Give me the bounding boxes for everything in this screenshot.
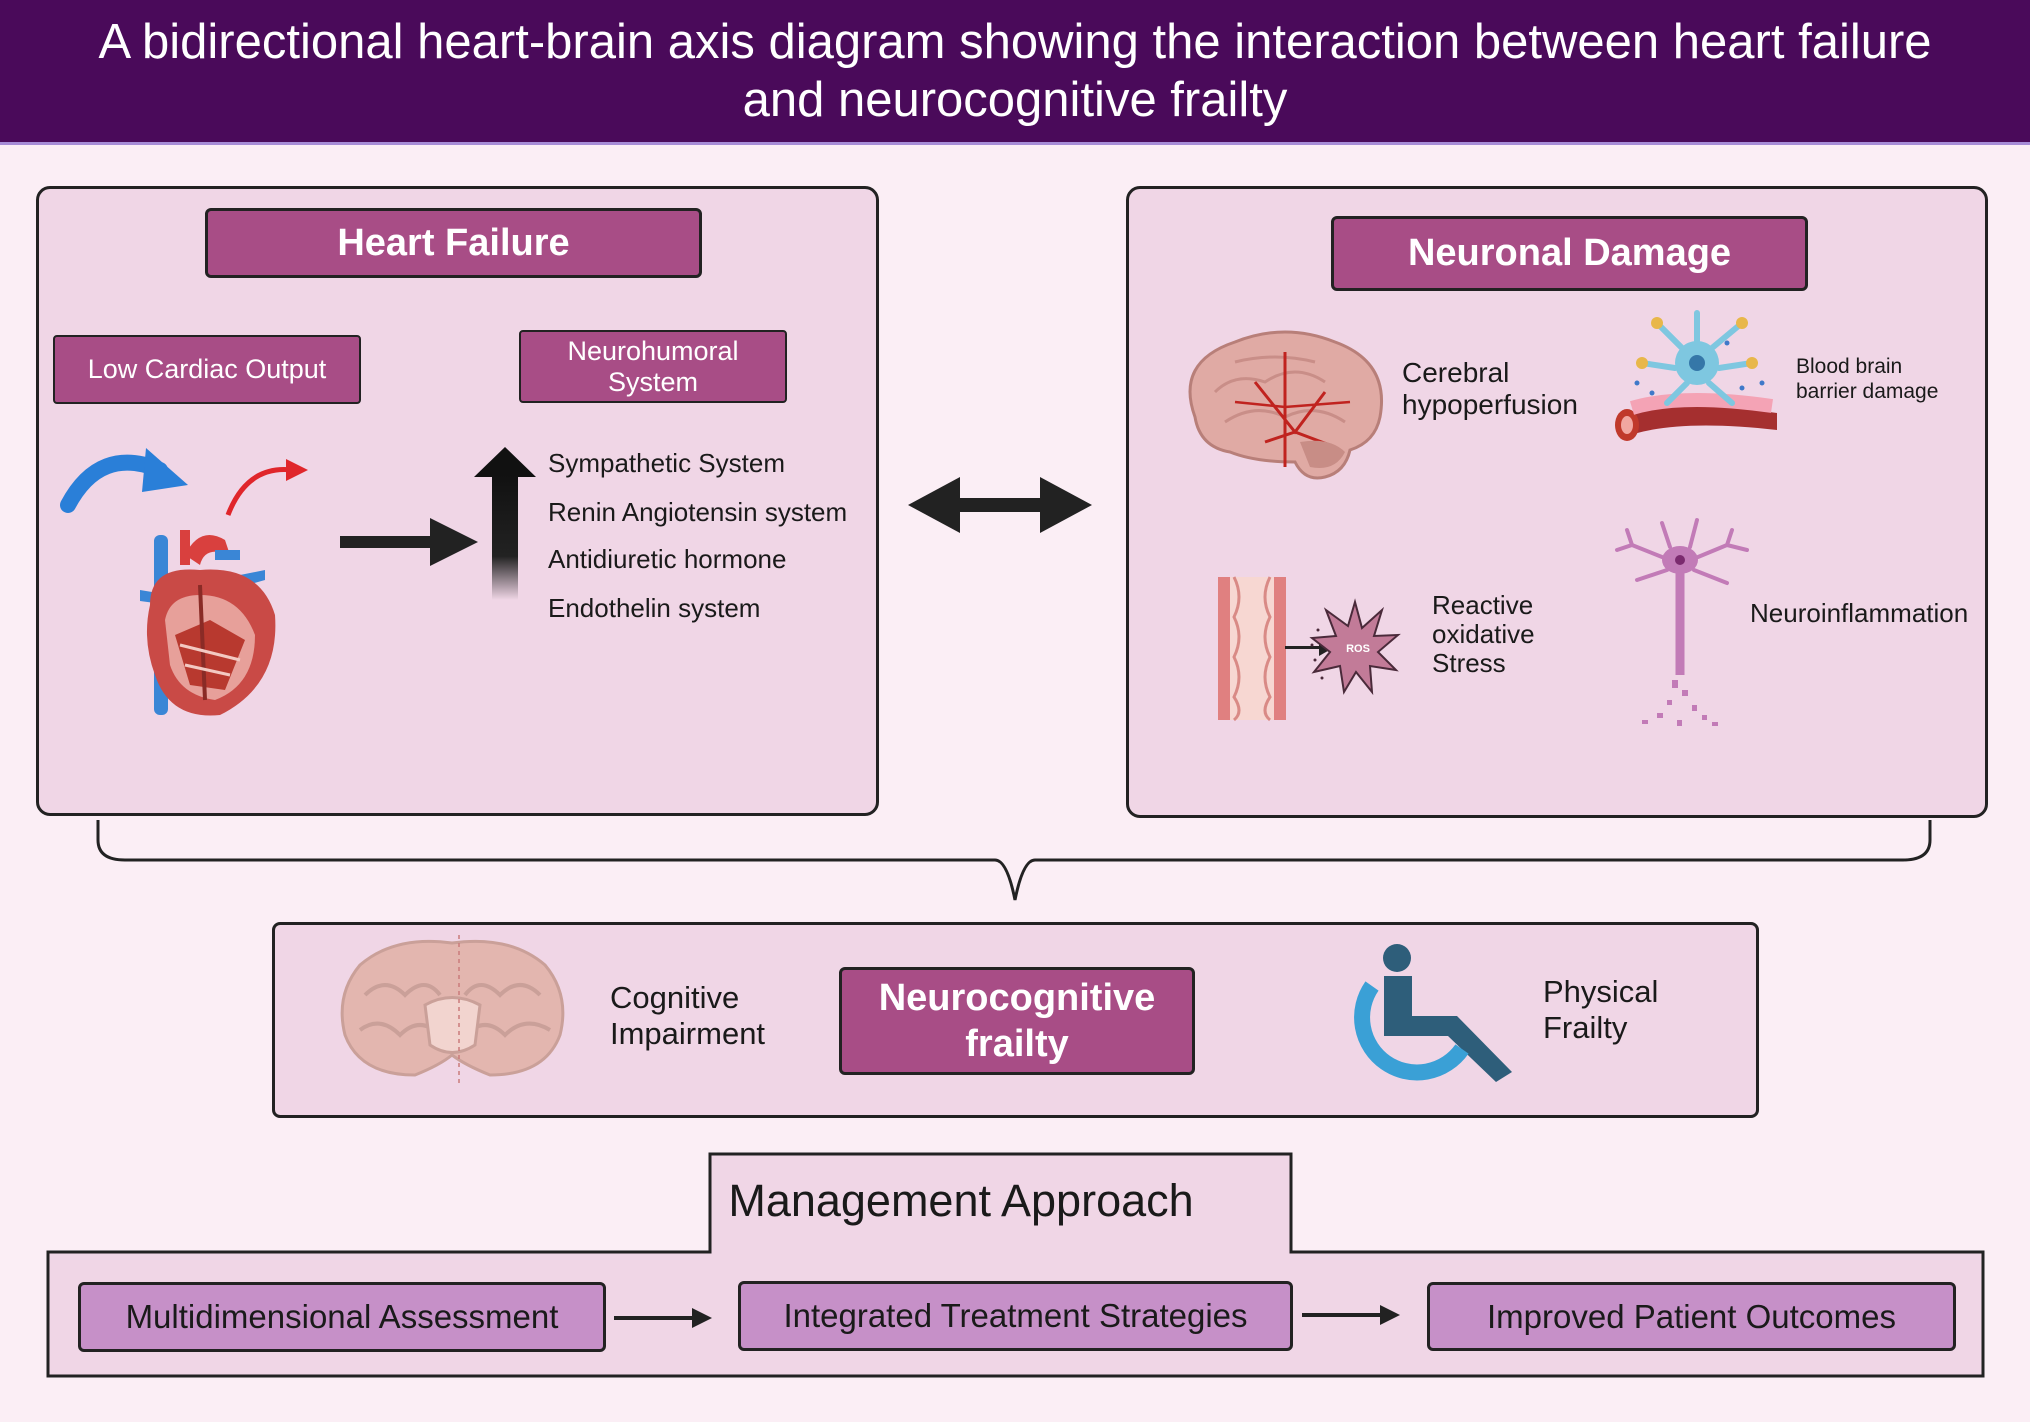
renin-angiotensin-label: Renin Angiotensin system bbox=[548, 497, 847, 527]
mgmt-arrow-2-icon bbox=[1302, 1305, 1400, 1325]
management-approach-header: Management Approach bbox=[711, 1175, 1211, 1227]
cerebral-hypoperfusion-text: Cerebral hypoperfusion bbox=[1402, 357, 1578, 420]
physical-frailty-label: Physical Frailty bbox=[1543, 974, 1693, 1046]
brain-coronal-icon bbox=[340, 935, 565, 1083]
endothelin-system-label: Endothelin system bbox=[548, 593, 760, 623]
integrated-treatment-text: Integrated Treatment Strategies bbox=[783, 1297, 1248, 1334]
cerebral-hypoperfusion-label: Cerebral hypoperfusion bbox=[1402, 357, 1602, 421]
improved-outcomes-text: Improved Patient Outcomes bbox=[1486, 1297, 1897, 1335]
page-title: A bidirectional heart-brain axis diagram… bbox=[98, 15, 1932, 127]
oxidative-stress-text: Reactive oxidative Stress bbox=[1432, 590, 1535, 678]
neurohumoral-box: Neurohumoral System bbox=[519, 330, 787, 403]
ros-label: ROS bbox=[1343, 643, 1373, 655]
mgmt-arrow-1-icon bbox=[614, 1308, 712, 1328]
integrated-treatment-box: Integrated Treatment Strategies bbox=[738, 1281, 1293, 1351]
bidirectional-arrow-icon bbox=[908, 477, 1092, 533]
sympathetic-system-label: Sympathetic System bbox=[548, 448, 785, 478]
sympathetic-system-text: Sympathetic System bbox=[548, 448, 785, 478]
heart-failure-header-label: Heart Failure bbox=[337, 221, 570, 264]
neuronal-damage-header-label: Neuronal Damage bbox=[1407, 232, 1732, 274]
up-arrow-icon bbox=[474, 447, 536, 600]
vessel-wall-icon bbox=[1218, 576, 1286, 722]
neurocognitive-frailty-header-label: Neurocognitive frailty bbox=[878, 977, 1156, 1065]
neuronal-damage-header: Neuronal Damage bbox=[1331, 216, 1808, 291]
inflow-arrow-icon bbox=[60, 448, 188, 513]
blood-brain-barrier-label: Blood brain barrier damage bbox=[1796, 354, 1966, 404]
outflow-arrow-icon bbox=[225, 459, 308, 516]
heart-failure-header: Heart Failure bbox=[205, 208, 702, 278]
oxidative-stress-label: Reactive oxidative Stress bbox=[1432, 591, 1572, 678]
low-cardiac-output-label: Low Cardiac Output bbox=[87, 354, 327, 384]
physical-frailty-text: Physical Frailty bbox=[1543, 974, 1659, 1045]
neuroinflammation-label: Neuroinflammation bbox=[1750, 598, 1968, 628]
right-arrow-icon bbox=[340, 518, 478, 566]
ros-burst-icon bbox=[1309, 598, 1401, 696]
title-banner: A bidirectional heart-brain axis diagram… bbox=[0, 0, 2030, 145]
neurocognitive-frailty-header: Neurocognitive frailty bbox=[839, 967, 1195, 1075]
heart-failure-panel bbox=[36, 186, 879, 816]
wheelchair-icon bbox=[1354, 944, 1512, 1082]
management-approach-text: Management Approach bbox=[728, 1175, 1194, 1226]
multidimensional-assessment-box: Multidimensional Assessment bbox=[78, 1282, 606, 1352]
blood-brain-barrier-icon bbox=[1615, 310, 1777, 441]
cognitive-impairment-text: Cognitive Impairment bbox=[610, 980, 766, 1051]
multidimensional-assessment-text: Multidimensional Assessment bbox=[125, 1298, 559, 1335]
neuroinflammation-text: Neuroinflammation bbox=[1750, 598, 1969, 628]
improved-outcomes-box: Improved Patient Outcomes bbox=[1427, 1282, 1956, 1351]
neurohumoral-label: Neurohumoral System bbox=[567, 335, 739, 397]
endothelin-system-text: Endothelin system bbox=[548, 593, 761, 623]
cognitive-impairment-label: Cognitive Impairment bbox=[610, 980, 780, 1052]
blood-brain-barrier-text: Blood brain barrier damage bbox=[1796, 355, 1939, 403]
neuron-icon bbox=[1615, 518, 1749, 726]
heart-icon bbox=[140, 530, 276, 716]
ros-text: ROS bbox=[1346, 643, 1370, 655]
antidiuretic-hormone-text: Antidiuretic hormone bbox=[548, 544, 787, 574]
converging-brace bbox=[96, 820, 1932, 901]
low-cardiac-output-box: Low Cardiac Output bbox=[53, 335, 361, 404]
antidiuretic-hormone-label: Antidiuretic hormone bbox=[548, 544, 786, 574]
renin-angiotensin-text: Renin Angiotensin system bbox=[548, 497, 848, 527]
brain-vessels-icon bbox=[1188, 330, 1383, 480]
